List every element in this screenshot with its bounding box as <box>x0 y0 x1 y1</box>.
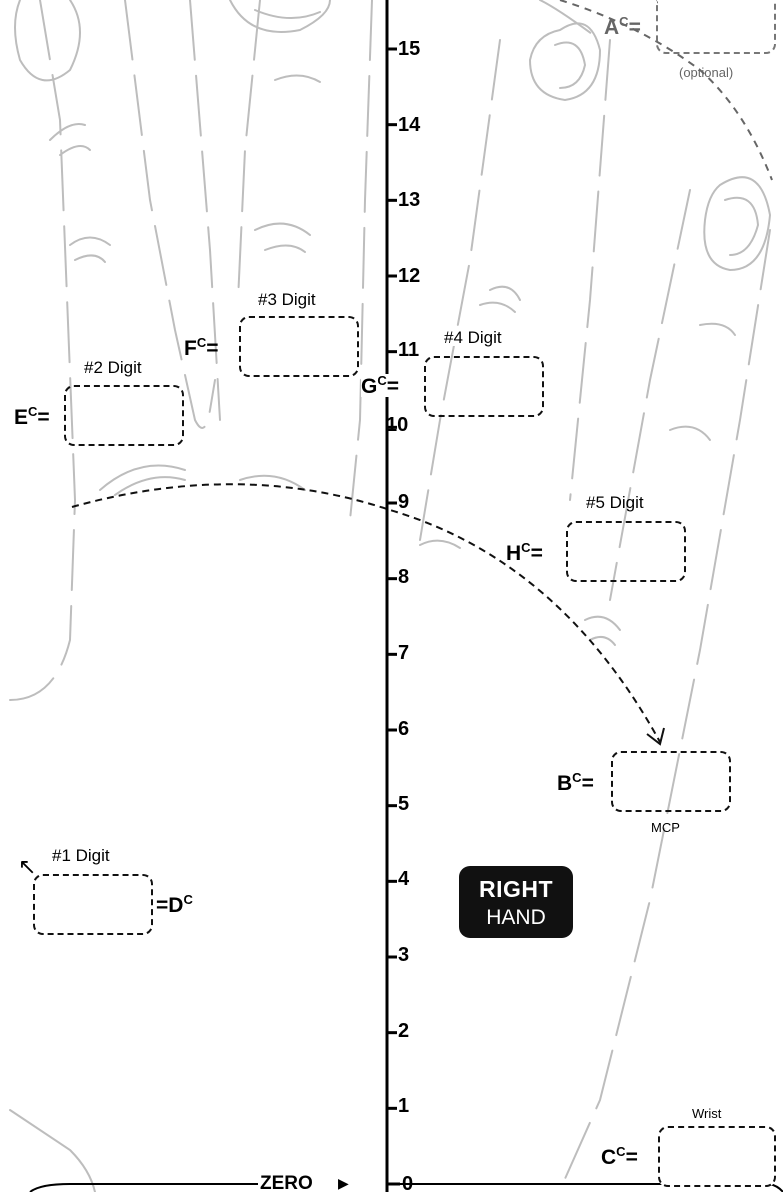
digit-1-arrow-icon: ↖ <box>18 854 37 879</box>
ruler-tick-9: 9 <box>398 491 410 513</box>
point-b-note: MCP <box>651 820 680 835</box>
ruler-tick-0: 0 <box>402 1173 414 1195</box>
ruler-tick-14: 14 <box>398 114 421 136</box>
ruler-tick-11: 11 <box>398 339 420 361</box>
point-g-label: GC= <box>361 373 399 398</box>
point-e-label: EC= <box>14 404 50 429</box>
zero-label: ZERO <box>258 1173 315 1194</box>
digit-1-caption: #1 Digit <box>52 846 110 865</box>
ruler-tick-3: 3 <box>398 944 410 966</box>
point-b-label: BC= <box>557 770 594 795</box>
ruler-tick-13: 13 <box>398 189 421 211</box>
point-h-label: HC= <box>506 540 543 565</box>
point-g-input-box[interactable] <box>424 356 544 417</box>
point-a-label: AC= <box>604 14 641 39</box>
ruler-tick-8: 8 <box>398 566 410 588</box>
digit-5-caption: #5 Digit <box>586 493 644 512</box>
point-d-label: =DC <box>156 892 193 917</box>
digit-4-caption: #4 Digit <box>444 328 502 347</box>
point-b-input-box[interactable] <box>611 751 731 812</box>
ruler-tick-4: 4 <box>398 868 410 890</box>
right-hand-badge: RIGHT HAND <box>459 866 573 938</box>
digit-3-caption: #3 Digit <box>258 290 316 309</box>
point-c-label: CC= <box>601 1144 638 1169</box>
ruler-tick-10: 10 <box>386 414 409 436</box>
ruler-tick-1: 1 <box>398 1095 410 1117</box>
point-a-input-box[interactable] <box>656 0 776 54</box>
ruler-tick-6: 6 <box>398 718 410 740</box>
point-c-note: Wrist <box>692 1106 722 1121</box>
badge-line2: HAND <box>486 906 546 929</box>
badge-line1: RIGHT <box>478 876 554 902</box>
point-a-note: (optional) <box>679 65 734 80</box>
point-c-input-box[interactable] <box>658 1126 776 1187</box>
ruler-tick-5: 5 <box>398 793 410 815</box>
ruler-tick-2: 2 <box>398 1020 410 1042</box>
point-f-label: FC= <box>184 335 219 360</box>
point-h-input-box[interactable] <box>566 521 686 582</box>
zero-arrow-icon: ▶ <box>338 1175 349 1191</box>
point-e-input-box[interactable] <box>64 385 184 446</box>
digit-2-caption: #2 Digit <box>84 358 142 377</box>
ruler-tick-7: 7 <box>398 642 410 664</box>
point-f-input-box[interactable] <box>239 316 359 377</box>
ruler-tick-12: 12 <box>398 265 421 287</box>
ruler-tick-15: 15 <box>398 38 421 60</box>
point-d-input-box[interactable] <box>33 874 153 935</box>
